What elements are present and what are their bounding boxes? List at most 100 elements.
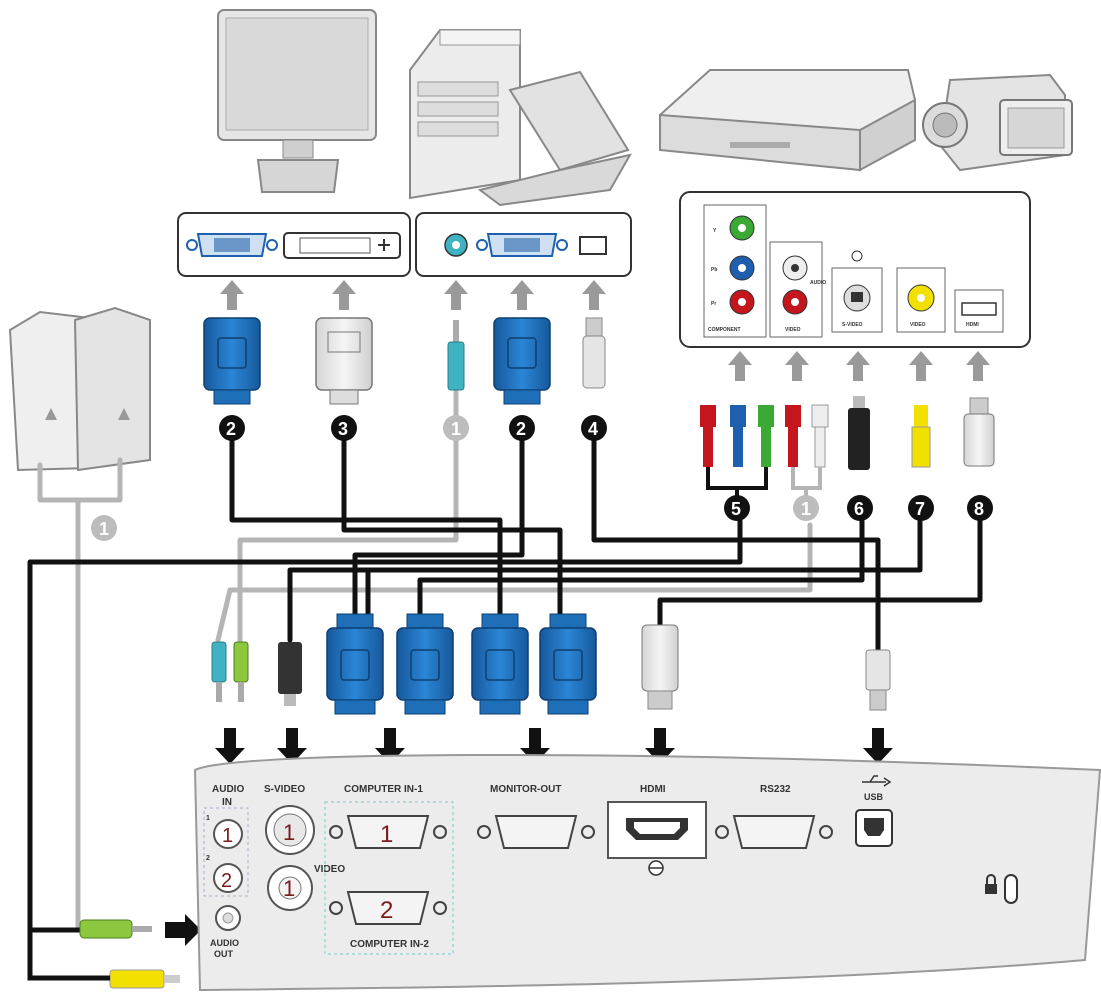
audio-in-small-2: 2 xyxy=(206,855,210,862)
monitor-ports-panel xyxy=(177,212,411,277)
projector-panel: AUDIO IN 1 2 1 2 AUDIO OUT S-VIDEO 1 1 xyxy=(193,753,1101,992)
vga-plug-monitor-out-2 xyxy=(539,613,597,715)
svg-text:1: 1 xyxy=(99,519,109,539)
badge-6: 6 xyxy=(847,495,873,521)
video-rca-plug xyxy=(911,405,931,468)
camcorder-icon xyxy=(922,73,1073,172)
svideo-port: 1 xyxy=(265,805,315,855)
svg-text:1: 1 xyxy=(451,419,461,439)
audio-out-label-1: AUDIO xyxy=(210,938,239,948)
rs232-label: RS232 xyxy=(760,784,791,795)
video-port: 1 xyxy=(267,865,313,911)
speakers-icon xyxy=(8,306,151,472)
badge-3: 3 xyxy=(331,415,357,441)
component-label: COMPONENT xyxy=(708,327,741,333)
usb-port xyxy=(579,236,607,255)
monitor-icon xyxy=(217,9,377,193)
vga-port-computer xyxy=(476,233,568,257)
video-rca-label: VIDEO xyxy=(785,327,801,333)
badge-1a: 2 xyxy=(219,415,245,441)
computer-in2-port: 2 xyxy=(329,891,447,925)
projector-plugs xyxy=(27,613,891,989)
hdmi-label: HDMI xyxy=(640,784,666,795)
badge-2b: 2 xyxy=(509,415,535,441)
badge-8: 8 xyxy=(967,495,993,521)
audio-in-label-1: AUDIO xyxy=(212,784,244,795)
hdmi-source-label: HDMI xyxy=(966,322,979,328)
vga-plug-in1 xyxy=(326,613,384,715)
computer-in1-port: 1 xyxy=(329,815,447,849)
dvd-player-icon xyxy=(659,69,917,172)
badge-1d: 1 xyxy=(91,515,117,541)
svg-text:6: 6 xyxy=(854,499,864,519)
svg-text:2: 2 xyxy=(221,870,232,892)
usb-symbol-icon xyxy=(862,775,892,787)
hdmi-plug xyxy=(963,397,995,467)
audio-in-port-1: 1 xyxy=(213,819,243,849)
audio-in-port-2: 2 xyxy=(213,863,243,893)
computer-ports-panel xyxy=(415,212,632,277)
component-pr-label: Pr xyxy=(711,301,716,307)
hdmi-plug-projector xyxy=(641,624,679,710)
audio-out-plug xyxy=(79,919,152,939)
vga-plug-in2 xyxy=(396,613,454,715)
component-y-label: Y xyxy=(713,228,717,234)
svg-text:8: 8 xyxy=(974,499,984,519)
component-plugs xyxy=(700,405,774,505)
svg-text:1: 1 xyxy=(283,876,295,901)
svg-text:2: 2 xyxy=(380,897,393,924)
video-yellow-plug xyxy=(109,969,180,989)
dvi-port xyxy=(283,232,401,259)
badge-4: 4 xyxy=(581,415,607,441)
source-plugs xyxy=(203,317,995,510)
computer-in2-label: COMPUTER IN-2 xyxy=(350,939,429,950)
usb-b-port xyxy=(855,809,893,847)
svg-text:1: 1 xyxy=(380,821,393,848)
audio-rca-plugs xyxy=(785,404,829,510)
badge-5: 5 xyxy=(724,495,750,521)
usb-plug xyxy=(582,317,606,389)
hdmi-port xyxy=(607,801,707,876)
vga-port xyxy=(186,233,278,257)
svg-text:1: 1 xyxy=(283,820,295,845)
computer-icon xyxy=(409,29,521,200)
svg-text:5: 5 xyxy=(731,499,741,519)
svg-text:1: 1 xyxy=(801,499,811,519)
audio-out-label-2: OUT xyxy=(214,949,234,959)
usb-plug-projector xyxy=(865,649,891,711)
cables xyxy=(27,377,983,933)
audio-jack-port xyxy=(444,233,468,257)
svg-text:7: 7 xyxy=(915,499,925,519)
svg-text:2: 2 xyxy=(226,419,236,439)
vga-plug-computer xyxy=(493,317,551,405)
component-pb-label: Pb xyxy=(711,267,717,273)
video-label: VIDEO xyxy=(314,864,345,875)
vga-plug-monitor-out-1 xyxy=(471,613,529,715)
audio-in-small-1: 1 xyxy=(206,815,210,822)
svideo-source-label: S-VIDEO xyxy=(842,322,863,328)
computer-in1-label: COMPUTER IN-1 xyxy=(344,784,423,795)
laptop-icon xyxy=(477,70,632,207)
svideo-label: S-VIDEO xyxy=(264,784,305,795)
video-source-label: VIDEO xyxy=(910,322,926,328)
audio-label: AUDIO xyxy=(810,280,826,286)
badge-1b: 1 xyxy=(443,415,469,441)
badge-1c: 1 xyxy=(793,495,819,521)
cable-number-badges: 2 3 1 2 4 5 1 6 7 8 1 xyxy=(91,415,993,541)
audio-out-port xyxy=(215,905,241,931)
svg-text:2: 2 xyxy=(516,419,526,439)
av-ports-panel: Y Pb Pr COMPONENT AUDIO VIDEO S-VIDEO VI… xyxy=(679,191,1031,348)
usb-label: USB xyxy=(864,792,884,802)
svideo-plug-projector xyxy=(278,642,302,706)
monitor-out-label: MONITOR-OUT xyxy=(490,784,561,795)
svg-text:1: 1 xyxy=(222,825,233,847)
vga-plug-monitor xyxy=(203,317,261,405)
audio-in-label-2: IN xyxy=(222,797,232,808)
audio-plug xyxy=(447,320,465,391)
dvi-plug xyxy=(315,317,373,405)
svideo-plug xyxy=(848,396,870,470)
badge-7: 7 xyxy=(908,495,934,521)
svg-text:3: 3 xyxy=(338,419,348,439)
svg-text:4: 4 xyxy=(588,419,598,439)
